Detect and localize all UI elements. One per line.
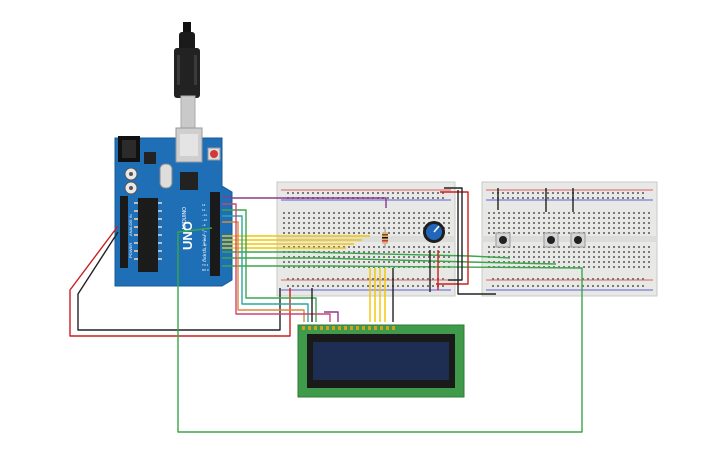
power-label: POWER	[128, 243, 133, 258]
pin-label: 4	[202, 248, 204, 252]
arduino-brand-text: ARDUINO	[182, 207, 188, 230]
pushbutton-3[interactable]	[570, 232, 586, 248]
pin-label: ~5	[202, 243, 206, 247]
pin-label: 12	[202, 208, 206, 212]
crystal	[159, 163, 173, 189]
lcd-screen	[313, 342, 449, 380]
pin-label: ~10	[202, 218, 207, 222]
pin-label: TX 1	[202, 263, 209, 267]
lcd-pin-header[interactable]	[302, 326, 395, 330]
breadboard-left[interactable]	[276, 181, 456, 297]
digital-header[interactable]	[210, 192, 220, 276]
resistor[interactable]	[382, 228, 388, 248]
lcd-16x2-display[interactable]	[297, 324, 465, 398]
wire-pink-lcd[interactable]	[222, 203, 331, 322]
arduino-logo: UNO	[180, 221, 195, 250]
wire-green-1[interactable]	[222, 251, 511, 259]
pin-label: 7	[202, 233, 204, 237]
pin-label: ~6	[202, 238, 206, 242]
breadboard-right[interactable]	[481, 181, 658, 297]
pin-label: 13	[202, 203, 206, 207]
pin-label: 8	[202, 228, 204, 232]
power-header[interactable]	[120, 196, 128, 268]
wire-red-5v[interactable]	[69, 225, 291, 337]
pin-label: RX 0	[202, 268, 209, 272]
pin-label: ~3	[202, 253, 206, 257]
uno-text: UNO	[180, 221, 195, 250]
pin-label: 2	[202, 258, 204, 262]
digital-label: DIGITAL (PWM~)	[202, 230, 207, 262]
pushbutton-1[interactable]	[495, 232, 511, 248]
pin-label: ~11	[202, 213, 207, 217]
arduino-uno-board[interactable]: UNO ARDUINO DIGITAL (PWM~) POWER ANALOG …	[114, 127, 233, 287]
wire-purple[interactable]	[221, 195, 387, 208]
usb-cable[interactable]	[174, 22, 200, 131]
wire-green-lcd-1[interactable]	[222, 209, 317, 322]
wire-black-gnd[interactable]	[77, 231, 281, 331]
pushbutton-2[interactable]	[543, 232, 559, 248]
potentiometer[interactable]	[423, 221, 445, 243]
microcontroller-chip	[138, 198, 158, 272]
wire-green-2[interactable]	[222, 257, 557, 265]
wire-purple-lcd[interactable]	[324, 311, 339, 322]
analog-label: ANALOG IN	[128, 214, 133, 236]
wire-red-bridge[interactable]	[436, 191, 469, 285]
wire-black-bridge[interactable]	[444, 187, 463, 281]
pin-label: ~9	[202, 223, 206, 227]
wire-green-3[interactable]	[177, 227, 583, 433]
wire-black-rail[interactable]	[457, 190, 496, 295]
